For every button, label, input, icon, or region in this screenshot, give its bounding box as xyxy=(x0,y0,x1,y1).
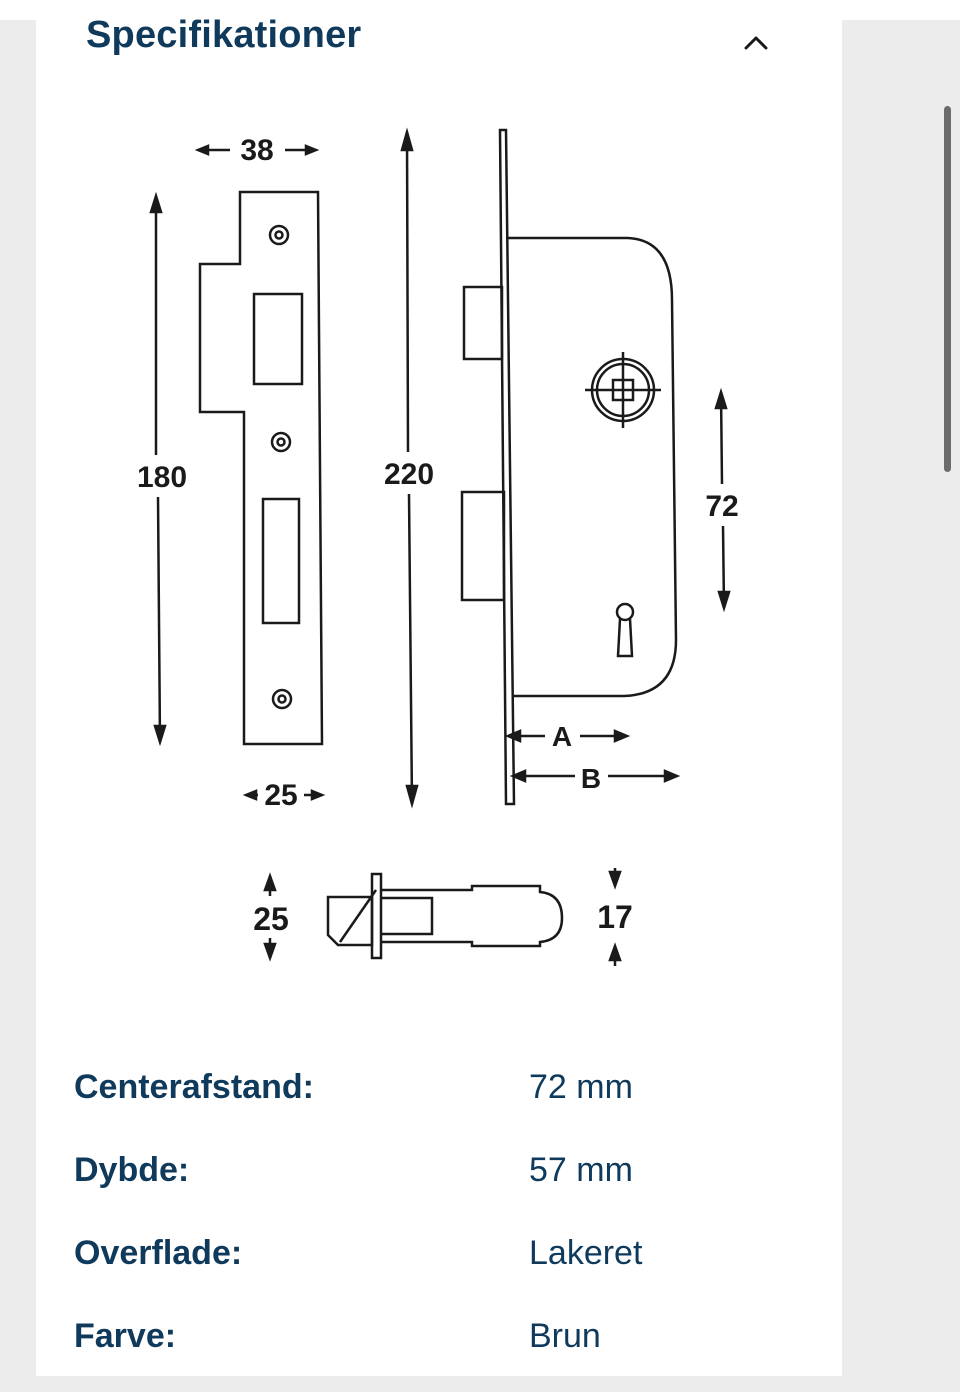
spec-label: Dybde: xyxy=(74,1151,190,1189)
spec-row-depth: Dybde: 57 mm xyxy=(74,1143,814,1226)
dim-220-label: 220 xyxy=(384,458,434,491)
collapse-button[interactable] xyxy=(736,26,776,60)
spec-row-color: Farve: Brun xyxy=(74,1309,814,1392)
dim-b-label: B xyxy=(581,763,601,794)
spec-value: Lakeret xyxy=(529,1234,643,1272)
dim-25-face-label: 25 xyxy=(264,779,297,812)
latch-plan xyxy=(326,895,374,947)
spec-row-center-distance: Centerafstand: 72 mm xyxy=(74,1060,814,1143)
dim-180-label: 180 xyxy=(137,461,187,494)
spec-value: 72 mm xyxy=(529,1068,633,1106)
dim-72-label: 72 xyxy=(705,490,738,523)
section-title: Specifikationer xyxy=(86,14,362,56)
scrollbar[interactable] xyxy=(944,106,951,472)
lock-technical-drawing: 38 180 25 220 72 A B 25 17 xyxy=(137,127,739,966)
spec-value: 57 mm xyxy=(529,1151,633,1189)
chevron-up-icon xyxy=(744,36,768,50)
specifications-panel xyxy=(36,20,842,1376)
dim-38-label: 38 xyxy=(240,134,273,167)
spec-label: Overflade: xyxy=(74,1234,243,1272)
lock-case xyxy=(506,236,678,698)
spec-row-surface: Overflade: Lakeret xyxy=(74,1226,814,1309)
dim-a-label: A xyxy=(552,721,572,752)
dim-25-latch-label: 25 xyxy=(253,901,289,937)
specifications-list: Centerafstand: 72 mm Dybde: 57 mm Overfl… xyxy=(74,1060,814,1392)
spec-value: Brun xyxy=(529,1317,601,1355)
spec-label: Farve: xyxy=(74,1317,177,1355)
dim-17-label: 17 xyxy=(597,899,633,935)
top-strip xyxy=(0,0,960,20)
spec-label: Centerafstand: xyxy=(74,1068,314,1106)
lock-forend xyxy=(498,128,516,806)
strike-plate xyxy=(198,190,324,746)
